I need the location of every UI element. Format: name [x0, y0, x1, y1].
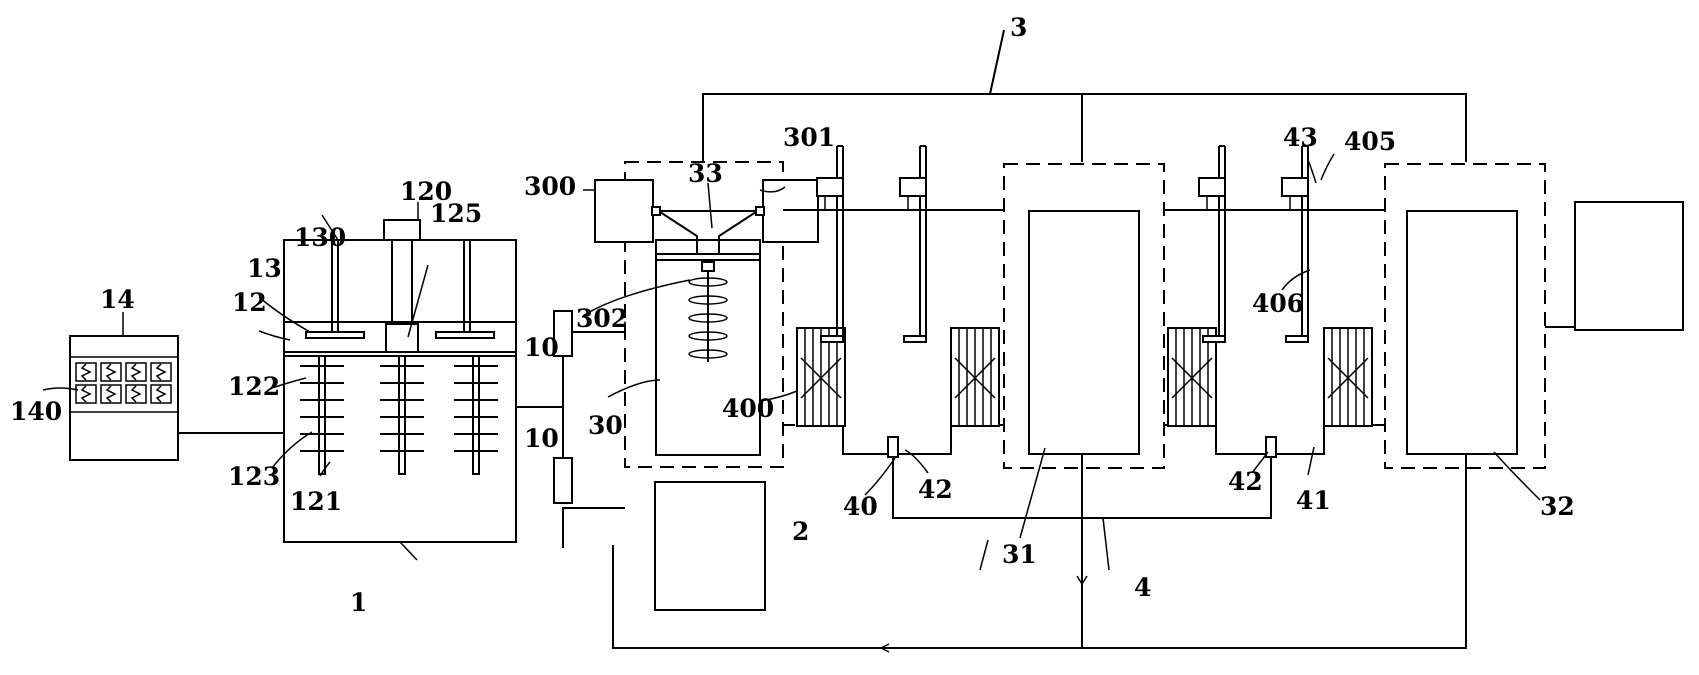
label-33: 33: [688, 159, 723, 188]
label-12: 12: [232, 288, 267, 317]
label-125: 125: [430, 199, 482, 228]
label-10-upper: 10: [524, 333, 559, 362]
label-40: 40: [843, 492, 878, 521]
label-120: 120: [400, 177, 452, 206]
leader-lines: [42, 153, 1541, 571]
plate-13-left: [305, 240, 365, 339]
label-42-left: 42: [918, 475, 953, 504]
unit-10-upper: [553, 310, 573, 357]
label-32: 32: [1540, 492, 1575, 521]
label-130: 130: [294, 223, 346, 252]
plate-13-right: [435, 240, 495, 339]
unit-14: [69, 335, 179, 461]
label-14: 14: [100, 285, 135, 314]
label-121: 121: [290, 487, 342, 516]
filter-stacks: [796, 327, 1373, 427]
tank-2: [654, 481, 766, 611]
block-300: [594, 179, 654, 243]
label-123: 123: [228, 462, 280, 491]
module-32: [1384, 163, 1546, 469]
label-406: 406: [1252, 289, 1304, 318]
module-31: [1003, 163, 1165, 469]
label-300: 300: [524, 172, 576, 201]
label-122: 122: [228, 372, 280, 401]
label-4: 4: [1134, 573, 1151, 602]
label-1: 1: [350, 588, 367, 617]
paddles-302: [688, 261, 728, 359]
label-405: 405: [1344, 127, 1396, 156]
unit-10-lower: [553, 457, 573, 504]
label-42-right: 42: [1228, 467, 1263, 496]
label-302: 302: [576, 304, 628, 333]
label-30: 30: [588, 411, 623, 440]
label-43: 43: [1283, 123, 1318, 152]
label-140: 140: [10, 397, 62, 426]
label-3: 3: [1010, 13, 1027, 42]
label-301: 301: [783, 123, 835, 152]
part-125: [385, 323, 419, 353]
reference-labels: 1 2 3 4 10 10 12 13 14 30 31 32 33 40 41…: [10, 13, 1575, 617]
valve-assemblies: [816, 145, 1309, 343]
pipes-units-10: [516, 310, 1467, 653]
label-2: 2: [792, 517, 809, 546]
label-400: 400: [722, 394, 774, 423]
label-10-lower: 10: [524, 424, 559, 453]
manifold-3: [702, 29, 1467, 162]
label-41: 41: [1296, 486, 1331, 515]
tank-1: [283, 219, 517, 543]
unit-right: [1574, 201, 1684, 331]
label-13: 13: [247, 254, 282, 283]
filter-cartridges-140: [75, 362, 172, 404]
motor-120: [383, 219, 421, 241]
container-30: [594, 161, 819, 468]
label-31: 31: [1002, 540, 1037, 569]
stirrer-shafts-121: [300, 355, 498, 475]
return-line-4: [887, 436, 1277, 648]
